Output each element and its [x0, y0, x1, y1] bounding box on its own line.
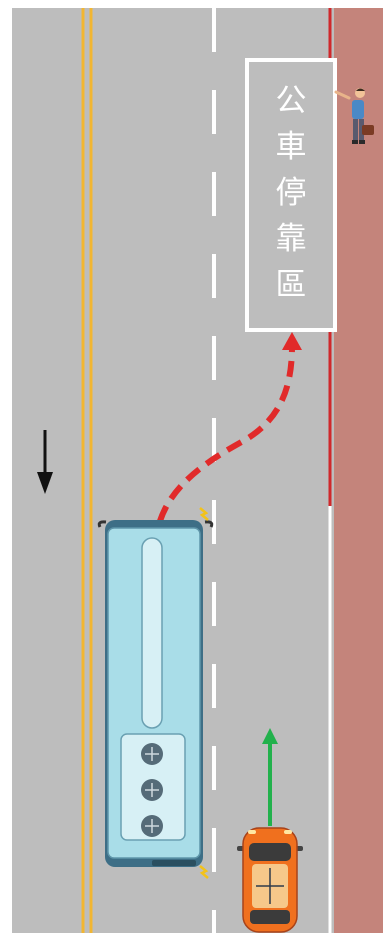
- bus-stop-sign: 公 車 停 靠 區: [262, 78, 320, 308]
- bus-stop-char-5: 區: [276, 262, 307, 308]
- bus-vent-2: [141, 779, 163, 801]
- sidewalk: [334, 8, 383, 933]
- car-icon: [237, 828, 303, 932]
- bus-stop-char-1: 公: [276, 78, 307, 124]
- bus-vent-3: [141, 815, 163, 837]
- bus-vent-1: [141, 743, 163, 765]
- bus-stop-char-4: 靠: [276, 216, 307, 262]
- bus-icon: [99, 508, 212, 878]
- bus-stop-char-2: 車: [276, 124, 307, 170]
- bus-stop-char-3: 停: [276, 170, 307, 216]
